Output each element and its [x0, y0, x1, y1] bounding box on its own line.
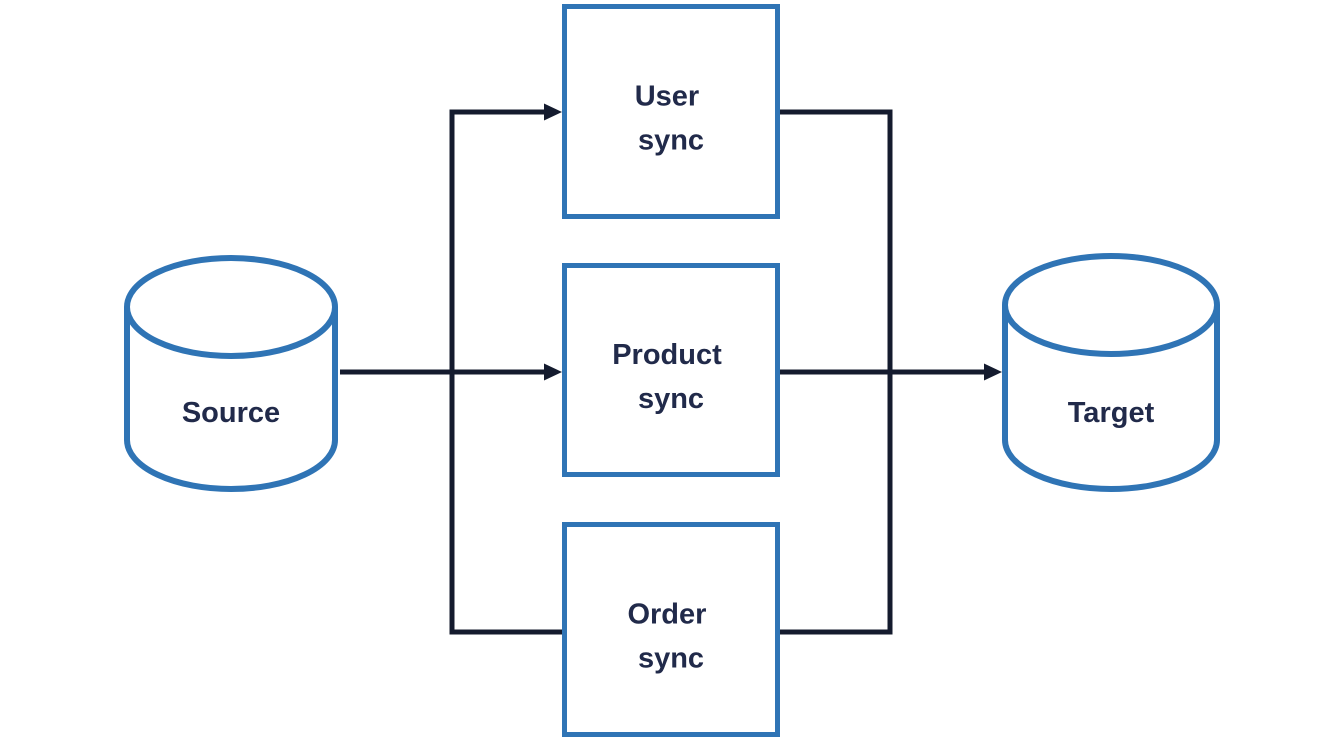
- source-label: Source: [182, 397, 280, 429]
- arrowhead-into-user-sync: [544, 103, 562, 121]
- connectors: [340, 103, 1002, 635]
- connector-source-to-user-sync: [449, 109, 546, 372]
- order-sync-box: [562, 522, 780, 737]
- user-sync-box: [562, 4, 780, 219]
- source-cylinder-top: [124, 255, 338, 359]
- product-sync-node: Product sync: [562, 263, 780, 477]
- product-sync-label: Product sync: [612, 339, 730, 415]
- order-sync-node: Order sync: [562, 522, 780, 737]
- source-database: Source: [124, 255, 338, 492]
- arrowhead-into-target: [984, 363, 1002, 381]
- connector-source-to-order-sync: [449, 372, 562, 635]
- product-sync-box: [562, 263, 780, 477]
- target-label: Target: [1068, 397, 1155, 429]
- user-sync-node: User sync: [562, 4, 780, 219]
- target-cylinder-body: [1002, 305, 1220, 492]
- user-sync-label: User sync: [635, 81, 708, 157]
- arrowhead-into-product-sync: [544, 363, 562, 381]
- target-cylinder-top: [1002, 253, 1220, 357]
- target-database: Target: [1002, 253, 1220, 492]
- order-sync-label: Order sync: [627, 599, 714, 675]
